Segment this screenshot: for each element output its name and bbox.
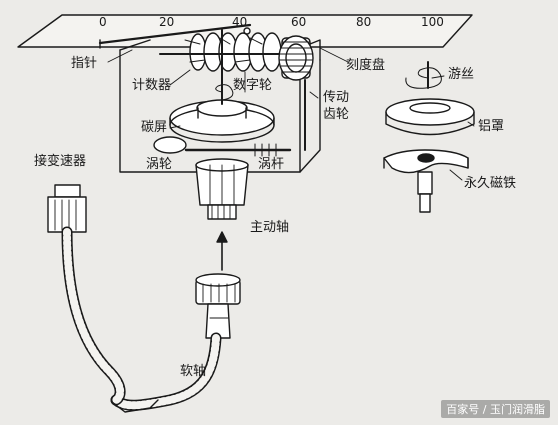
label-drive-gear-1: 传动: [323, 90, 350, 105]
dial-tick-80: 80: [356, 15, 372, 29]
aluminum-cover-part: [385, 98, 475, 136]
main-shaft-assembly: [195, 158, 249, 220]
label-pointer: 指针: [71, 56, 98, 71]
transmission-cable: [47, 184, 159, 413]
pointer-needle: [98, 23, 252, 45]
label-permanent-magnet: 永久磁铁: [464, 176, 517, 191]
watermark: 百家号 / 玉门润滑脂: [441, 400, 550, 418]
drive-gear: [278, 35, 314, 151]
dial-tick-20: 20: [159, 15, 175, 29]
label-aluminum-cover: 铝罩: [478, 119, 505, 134]
label-worm-rod: 涡杆: [258, 157, 285, 172]
flexible-shaft-hose: [110, 332, 222, 411]
leader-lines: [107, 47, 475, 181]
dial-tick-40: 40: [232, 15, 248, 29]
label-drive-gear-2: 齿轮: [323, 107, 350, 122]
label-dial: 刻度盘: [346, 58, 386, 73]
dial-tick-60: 60: [291, 15, 307, 29]
label-flexible-shaft: 软轴: [180, 364, 207, 379]
label-carbon-screen: 碳屏: [141, 120, 168, 135]
digit-wheel-stack: [159, 32, 291, 72]
dial-tick-100: 100: [421, 15, 444, 29]
dial-tick-0: 0: [99, 15, 107, 29]
worm-gear-set: [153, 136, 292, 157]
label-digit-wheel: 数字轮: [233, 78, 273, 93]
label-to-transmission: 接变速器: [34, 154, 87, 169]
flexible-shaft-connector: [195, 273, 241, 339]
permanent-magnet-part: [383, 149, 469, 213]
label-worm-wheel: 涡轮: [146, 157, 173, 172]
carbon-screen-disc: [169, 99, 275, 143]
label-counter: 计数器: [132, 78, 172, 93]
label-hairspring: 游丝: [448, 67, 475, 82]
hairspring-part: [405, 61, 442, 89]
label-main-shaft: 主动轴: [250, 220, 290, 235]
